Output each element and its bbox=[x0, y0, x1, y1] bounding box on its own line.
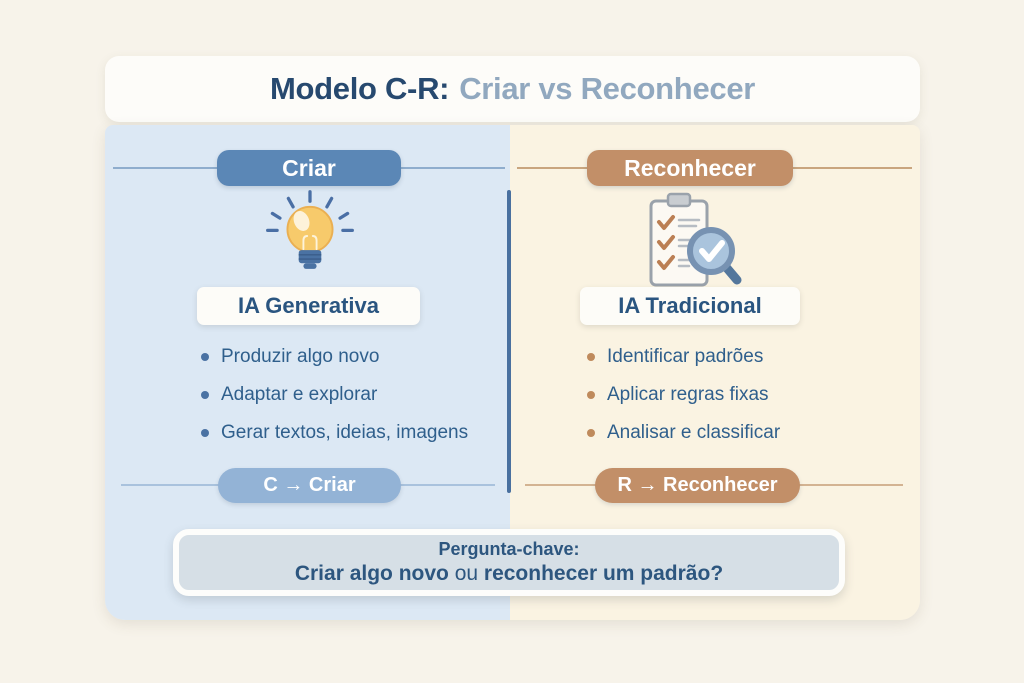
list-item: Identificar padrões bbox=[587, 338, 780, 376]
ia-tradicional-label: IA Tradicional bbox=[580, 287, 800, 325]
reconhecer-header-label: Reconhecer bbox=[624, 154, 756, 181]
question-connector: ou bbox=[448, 562, 484, 585]
title-prefix: Modelo C-R: bbox=[269, 71, 450, 106]
bullet-text: Identificar padrões bbox=[607, 346, 764, 367]
lightbulb-icon bbox=[266, 190, 354, 269]
criar-header-label: Criar bbox=[282, 154, 336, 181]
key-question-box: Pergunta-chave: Criar algo novo ou recon… bbox=[173, 529, 845, 596]
list-item: Produzir algo novo bbox=[201, 338, 468, 376]
bullet-text: Analisar e classificar bbox=[607, 422, 781, 443]
list-item: Gerar textos, ideias, imagens bbox=[201, 414, 468, 452]
list-item: Adaptar e explorar bbox=[201, 376, 468, 414]
question-bold-1: Criar algo novo bbox=[294, 562, 449, 585]
list-item: Aplicar regras fixas bbox=[587, 376, 780, 414]
criar-bullet-list: Produzir algo novo Adaptar e explorar Ge… bbox=[201, 338, 468, 452]
title-card: Modelo C-R: Criar vs Reconhecer bbox=[105, 56, 920, 122]
criar-header-pill: Criar bbox=[217, 150, 401, 186]
r-reconhecer-badge-text: R → Reconhecer bbox=[617, 474, 778, 496]
r-reconhecer-badge: R → Reconhecer bbox=[595, 468, 800, 503]
column-divider bbox=[507, 190, 511, 493]
bullet-dot bbox=[587, 429, 595, 437]
c-criar-badge-text: C → Criar bbox=[263, 474, 356, 496]
bullet-text: Aplicar regras fixas bbox=[607, 384, 769, 405]
reconhecer-header-pill: Reconhecer bbox=[587, 150, 793, 186]
checklist-magnifier-icon bbox=[649, 192, 742, 287]
bullet-text: Adaptar e explorar bbox=[221, 384, 378, 405]
page-title: Modelo C-R: Criar vs Reconhecer bbox=[270, 71, 755, 107]
bullet-text: Produzir algo novo bbox=[221, 346, 380, 367]
ia-tradicional-text: IA Tradicional bbox=[618, 293, 762, 318]
bullet-dot bbox=[587, 391, 595, 399]
bullet-dot bbox=[587, 353, 595, 361]
title-suffix: Criar vs Reconhecer bbox=[459, 71, 756, 106]
ia-generativa-text: IA Generativa bbox=[237, 293, 380, 318]
question-bold-2: reconhecer um padrão? bbox=[483, 562, 724, 585]
c-criar-badge: C → Criar bbox=[218, 468, 401, 503]
comparison-card: Criar Reconhecer bbox=[105, 125, 920, 620]
list-item: Analisar e classificar bbox=[587, 414, 780, 452]
bullet-dot bbox=[201, 429, 209, 437]
bullet-dot bbox=[201, 353, 209, 361]
bullet-text: Gerar textos, ideias, imagens bbox=[221, 422, 469, 443]
ia-generativa-label: IA Generativa bbox=[197, 287, 420, 325]
key-question-text: Criar algo novo ou reconhecer um padrão? bbox=[295, 562, 723, 586]
key-question-label: Pergunta-chave: bbox=[438, 539, 580, 559]
bullet-dot bbox=[201, 391, 209, 399]
reconhecer-bullet-list: Identificar padrões Aplicar regras fixas… bbox=[587, 338, 780, 452]
